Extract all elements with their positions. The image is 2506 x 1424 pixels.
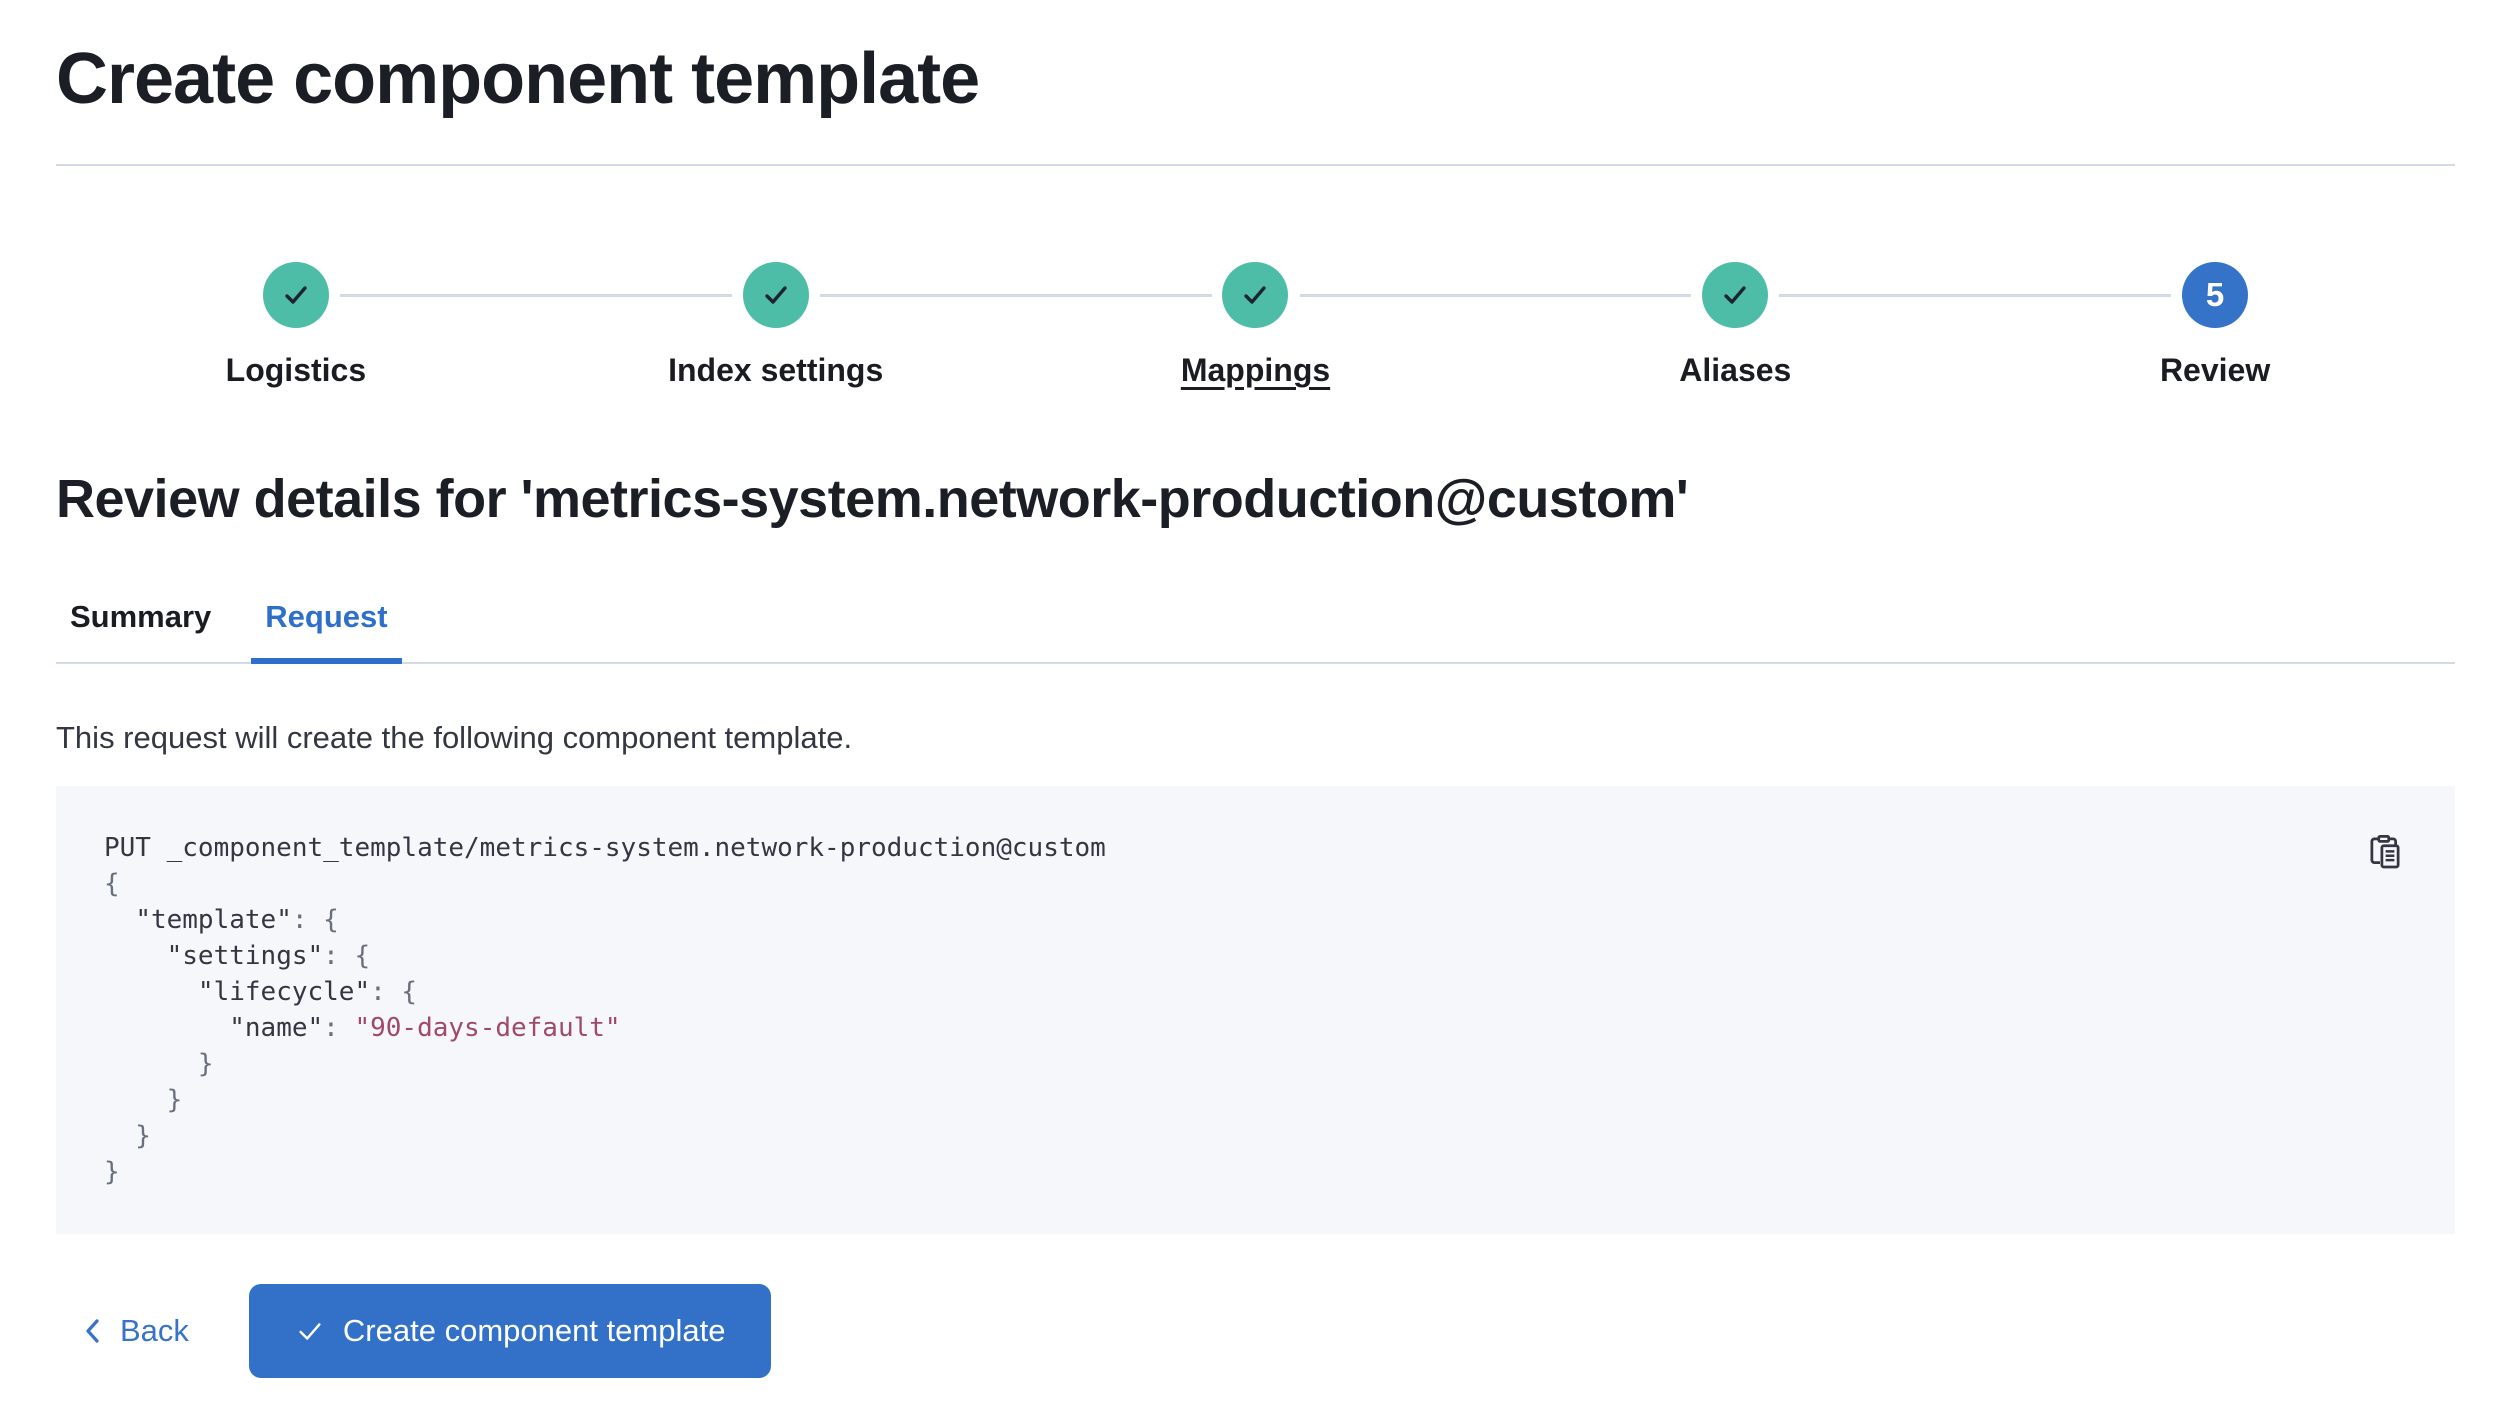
code-line: "name": "90-days-default": [229, 1013, 621, 1043]
copy-button[interactable]: [2363, 830, 2407, 874]
step-label: Review: [2159, 352, 2271, 388]
request-description: This request will create the following c…: [56, 720, 853, 755]
create-component-template-button[interactable]: Create component template: [248, 1284, 772, 1378]
review-heading: Review details for 'metrics-system.netwo…: [56, 469, 1689, 529]
code-lines: PUT _component_template/metrics-system.n…: [104, 830, 2335, 1190]
step-label: Aliases: [1679, 352, 1792, 388]
step-complete-icon: [1702, 262, 1769, 328]
step-logistics[interactable]: Logistics: [56, 262, 536, 390]
step-aliases[interactable]: Aliases: [1299, 262, 1975, 390]
step-complete-icon: [262, 262, 329, 328]
tab-request[interactable]: Request: [251, 596, 402, 664]
step-review[interactable]: 5 Review: [1779, 262, 2455, 390]
code-line: "lifecycle": {: [197, 977, 418, 1007]
code-line: "template": {: [135, 905, 339, 935]
step-label: Mappings: [1180, 352, 1331, 388]
tabs: Summary Request: [56, 596, 2455, 664]
page-title: Create component template: [56, 39, 980, 119]
title-divider: [56, 164, 2455, 166]
code-line: }: [104, 1121, 151, 1151]
step-label: Logistics: [225, 352, 367, 388]
step-mappings[interactable]: Mappings: [819, 262, 1496, 390]
code-line: }: [104, 1157, 120, 1187]
step-current-number: 5: [2182, 262, 2249, 328]
code-line: }: [104, 1085, 183, 1115]
footer-actions: Back Create component template: [56, 1284, 2455, 1378]
step-index-settings[interactable]: Index settings: [339, 262, 1016, 390]
copy-clipboard-icon: [2365, 832, 2405, 872]
code-line: {: [104, 869, 120, 899]
back-button-label: Back: [120, 1313, 189, 1348]
stepper: Logistics Index settings Mappings Aliase…: [56, 262, 2455, 390]
create-component-template-page: Create component template Logistics Inde…: [0, 36, 2506, 1378]
back-button[interactable]: Back: [56, 1284, 213, 1378]
create-button-label: Create component template: [342, 1313, 726, 1348]
code-line: PUT _component_template/metrics-system.n…: [104, 833, 1106, 863]
step-complete-icon: [742, 262, 809, 328]
step-complete-icon: [1222, 262, 1289, 328]
tab-summary[interactable]: Summary: [56, 596, 225, 662]
request-code-block: PUT _component_template/metrics-system.n…: [56, 786, 2455, 1234]
code-line: }: [104, 1049, 214, 1079]
step-number: 5: [2205, 276, 2225, 313]
chevron-left-icon: [80, 1316, 106, 1346]
check-icon: [295, 1316, 325, 1346]
step-label: Index settings: [668, 352, 884, 388]
code-line: "settings": {: [166, 941, 371, 971]
